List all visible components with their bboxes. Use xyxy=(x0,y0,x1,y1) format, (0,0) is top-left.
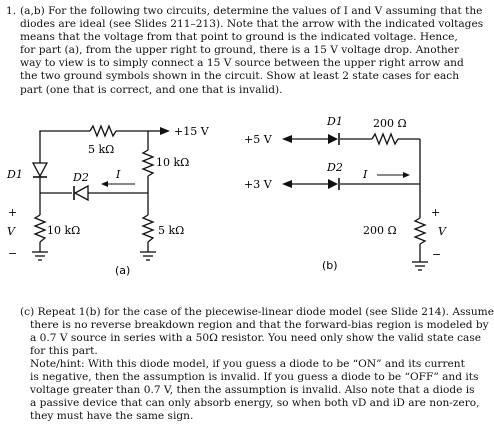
d2-diode-icon xyxy=(73,184,89,202)
intro-line: diodes are ideal (see Slides 211–213). N… xyxy=(20,18,484,31)
hint-line: voltage greater than 0.7 V, then the ass… xyxy=(30,384,475,397)
hint-line: a passive device that can only absorb en… xyxy=(30,397,480,410)
intro-line: the two ground symbols shown in the circ… xyxy=(20,70,460,83)
hint-text: Note/hint: With this diode model, if you… xyxy=(30,358,480,423)
r-b-top-label: 200 Ω xyxy=(373,117,407,130)
d2-b-label: D2 xyxy=(326,161,343,174)
part-c-line: there is no reverse breakdown region and… xyxy=(30,319,489,332)
current-arrow-icon xyxy=(101,181,135,187)
part-c-line: for this part. xyxy=(30,345,98,358)
r-b-right-label: 200 Ω xyxy=(363,224,397,237)
circuit-a-caption: (a) xyxy=(115,264,130,277)
intro-line: way to view is to simply connect a 15 V … xyxy=(20,57,464,70)
r-b-top-resistor xyxy=(371,132,399,146)
r-right-resistor xyxy=(141,149,155,177)
circuit-b-caption: (b) xyxy=(322,259,338,272)
intro-line: for part (a), from the upper right to gr… xyxy=(20,44,460,57)
circuit-a-diagram xyxy=(31,124,428,271)
problem-number: 1. xyxy=(6,5,17,17)
d1-b-diode-icon xyxy=(328,133,340,145)
v-b-label: V xyxy=(438,225,447,238)
r-left-resistor xyxy=(33,214,47,243)
intro-line: (a,b) For the following two circuits, de… xyxy=(20,5,483,17)
v-b-plus-sign: + xyxy=(431,206,440,219)
v-plus-sign: + xyxy=(8,206,17,219)
part-c-line: a 0.7 V source in series with a 50Ω resi… xyxy=(30,332,482,345)
intro-line: means that the voltage from that point t… xyxy=(20,31,458,44)
supply-3v-arrow-icon xyxy=(282,180,292,188)
supply-label: +15 V xyxy=(174,125,210,138)
d1-label: D1 xyxy=(6,168,23,181)
current-b-label: I xyxy=(362,168,368,181)
v-minus-sign: − xyxy=(8,247,17,260)
hint-line: is negative, then the assumption is inva… xyxy=(30,371,479,384)
v-label: V xyxy=(7,225,16,238)
r-left-label: 10 kΩ xyxy=(47,224,80,237)
v-b-minus-sign: − xyxy=(432,248,441,261)
hint-line: they must have the same sign. xyxy=(30,410,194,423)
ground-icon xyxy=(32,251,48,261)
r-top-resistor xyxy=(89,124,117,138)
d2-b-diode-icon xyxy=(328,178,340,190)
r-top-label: 5 kΩ xyxy=(88,143,114,156)
r-b-right-resistor xyxy=(413,217,427,245)
ground-icon xyxy=(412,261,428,271)
supply-5v-label: +5 V xyxy=(244,133,273,146)
d1-diode-icon xyxy=(31,162,49,180)
intro-line: part (one that is correct, and one that … xyxy=(20,83,283,96)
part-c-text: (c) Repeat 1(b) for the case of the piec… xyxy=(20,306,494,358)
supply-arrow-icon xyxy=(160,127,170,135)
hint-line: Note/hint: With this diode model, if you… xyxy=(30,358,465,370)
problem-intro: (a,b) For the following two circuits, de… xyxy=(20,5,484,97)
circuit-labels: +15 V 5 kΩ 10 kΩ 10 kΩ 5 kΩ D1 D2 I + V … xyxy=(6,115,447,277)
d2-label: D2 xyxy=(72,171,89,184)
ground-icon xyxy=(140,251,156,261)
current-label: I xyxy=(115,168,121,181)
part-c-line: (c) Repeat 1(b) for the case of the piec… xyxy=(20,306,494,318)
r-bottom-right-resistor xyxy=(141,214,155,243)
supply-5v-arrow-icon xyxy=(282,135,292,143)
current-b-arrow-icon xyxy=(377,172,410,178)
problem-page: 1. (a,b) For the following two circuits,… xyxy=(6,5,494,423)
r-bottom-right-label: 5 kΩ xyxy=(158,224,184,237)
r-right-label: 10 kΩ xyxy=(156,156,189,169)
d1-b-label: D1 xyxy=(326,115,343,128)
supply-3v-label: +3 V xyxy=(244,178,273,191)
